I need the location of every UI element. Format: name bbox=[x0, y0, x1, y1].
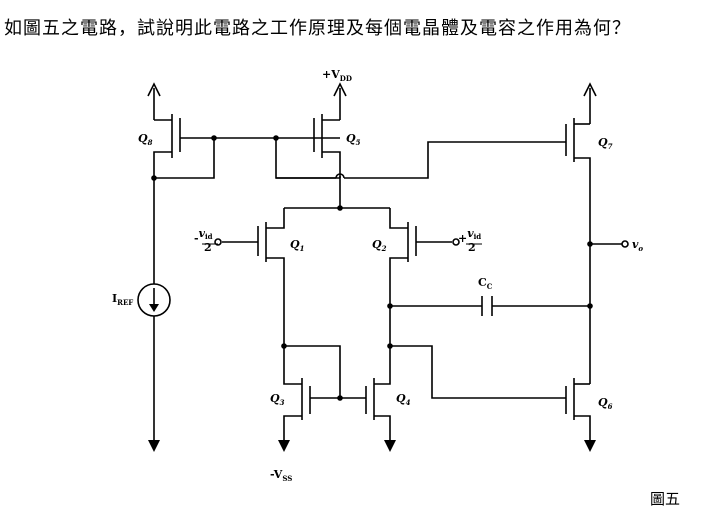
svg-text:CC: CC bbox=[478, 276, 493, 291]
transistor-q3-main: Q bbox=[270, 392, 280, 405]
input-right-denominator: 2 bbox=[468, 241, 476, 254]
transistor-q6-main: Q bbox=[598, 396, 608, 409]
supply-neg-label: -VSS bbox=[270, 468, 292, 483]
vss-sign: -V bbox=[270, 468, 283, 481]
transistor-label-q3: Q3 bbox=[270, 392, 285, 407]
svg-text:vo: vo bbox=[632, 238, 643, 253]
iref-label: IREF bbox=[112, 292, 133, 307]
input-left-numerator: v bbox=[199, 227, 206, 240]
vo-main: v bbox=[632, 238, 639, 251]
input-left-sign: - bbox=[194, 232, 199, 245]
transistor-label-q1: Q1 bbox=[290, 238, 304, 253]
compensation-capacitor bbox=[390, 296, 590, 316]
diff-pair bbox=[214, 207, 460, 346]
iref-main: I bbox=[112, 292, 117, 305]
transistor-q4-subscript: 4 bbox=[406, 398, 411, 407]
vdd-subscript: DD bbox=[340, 74, 352, 83]
transistor-q7-main: Q bbox=[598, 136, 608, 149]
transistor-q3-subscript: 3 bbox=[280, 398, 285, 407]
supply-pos-label: +VDD bbox=[322, 68, 352, 83]
q7-gate-line bbox=[276, 141, 566, 179]
transistor-q7-subscript: 7 bbox=[608, 142, 613, 151]
transistor-q1-main: Q bbox=[290, 238, 300, 251]
q5-transistor bbox=[273, 82, 347, 211]
transistor-q8-subscript: 8 bbox=[148, 138, 153, 147]
question-text: 如圖五之電路，試說明此電路之工作原理及每個電晶體及電容之作用為何？ bbox=[4, 18, 631, 39]
input-right-numerator-subscript: id bbox=[474, 232, 482, 241]
vo-subscript: o bbox=[638, 244, 643, 253]
cc-label: CC bbox=[478, 276, 493, 291]
transistor-q4-main: Q bbox=[396, 392, 406, 405]
cc-subscript: C bbox=[487, 282, 493, 291]
input-left-denominator: 2 bbox=[204, 241, 212, 254]
transistor-q5-subscript: 5 bbox=[356, 138, 361, 147]
input-right-sign: + bbox=[458, 232, 467, 245]
figure-label: 圖五 bbox=[650, 490, 681, 508]
transistor-q2-subscript: 2 bbox=[381, 244, 387, 253]
svg-text:-VSS: -VSS bbox=[270, 468, 292, 483]
input-left-numerator-subscript: id bbox=[205, 232, 213, 241]
transistor-label-q4: Q4 bbox=[396, 392, 411, 407]
transistor-label-q7: Q7 bbox=[598, 136, 613, 151]
cc-main: C bbox=[478, 276, 487, 289]
output-stage bbox=[565, 82, 629, 452]
transistor-q1-subscript: 1 bbox=[300, 244, 305, 253]
output-label: vo bbox=[632, 238, 643, 253]
transistor-q5-main: Q bbox=[346, 132, 356, 145]
iref-subscript: REF bbox=[117, 298, 133, 307]
transistor-label-q2: Q2 bbox=[372, 238, 387, 253]
vss-subscript: SS bbox=[282, 474, 292, 483]
transistor-label-q6: Q6 bbox=[598, 396, 613, 411]
transistor-q6-subscript: 6 bbox=[608, 402, 613, 411]
mirror-load bbox=[278, 343, 566, 452]
transistor-q8-main: Q bbox=[138, 132, 148, 145]
vdd-sign: +V bbox=[322, 68, 340, 81]
transistor-label-q8: Q8 bbox=[138, 132, 153, 147]
transistor-label-q5: Q5 bbox=[346, 132, 361, 147]
input-right-numerator: v bbox=[467, 227, 474, 240]
transistor-q2-main: Q bbox=[372, 238, 382, 251]
svg-text:+VDD: +VDD bbox=[322, 68, 352, 83]
svg-text:IREF: IREF bbox=[112, 292, 133, 307]
